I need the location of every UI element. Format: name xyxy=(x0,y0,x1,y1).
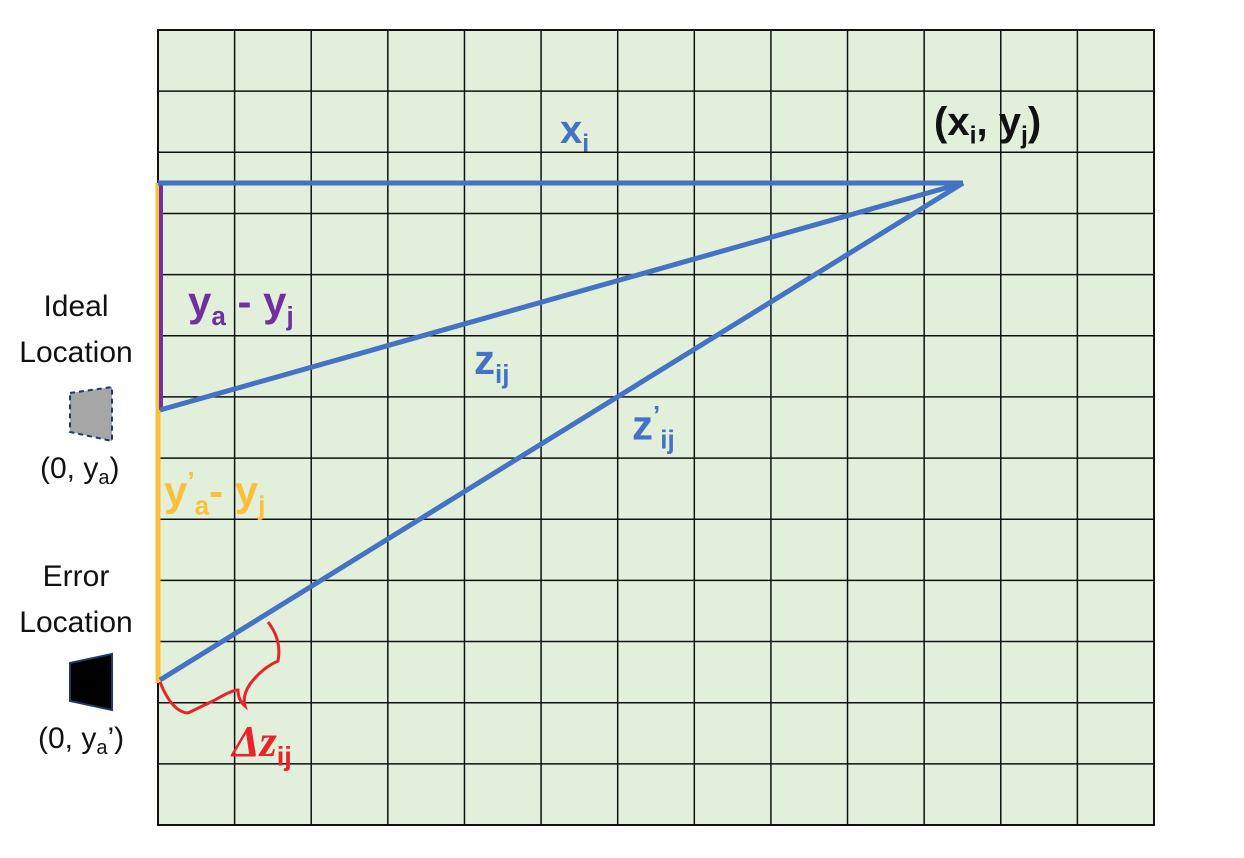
x-main: x xyxy=(560,108,583,152)
error-coord-prefix: (0, y xyxy=(38,722,97,755)
ideal-coord-suffix: ) xyxy=(109,452,120,485)
yap-sup: ’ xyxy=(187,466,195,496)
error-label-line1: Error xyxy=(42,560,110,593)
speaker-outline-icon xyxy=(69,385,113,443)
zp-sup: ’ xyxy=(653,400,661,430)
point-suffix: ) xyxy=(1027,100,1042,144)
dz-main: Δz xyxy=(232,717,277,766)
ideal-offset-label: ya - yj xyxy=(188,278,294,332)
error-coordinate: (0, ya’) xyxy=(38,722,124,760)
ideal-location-label: Ideal Location xyxy=(8,284,144,376)
ya-main: y xyxy=(188,278,212,325)
yj-sub: j xyxy=(286,301,294,332)
error-offset-label: y’a- yj xyxy=(164,466,265,522)
ya-sub: a xyxy=(211,301,226,332)
x-distance-label: xi xyxy=(560,108,589,159)
yj2-sub: j xyxy=(258,490,266,521)
ideal-label-line2: Location xyxy=(19,336,133,369)
yap-dash: - xyxy=(209,467,235,515)
ideal-coord-sub: a xyxy=(98,467,110,489)
z-sub: ij xyxy=(495,359,510,390)
delta-z-brace xyxy=(158,621,281,715)
yj-main: y xyxy=(263,278,287,325)
grid-background xyxy=(157,29,1155,826)
z-distance-label: zij xyxy=(474,336,509,390)
z-distance-line xyxy=(159,180,964,413)
point-sub-j: j xyxy=(1020,122,1028,150)
point-sub-i: i xyxy=(969,122,977,150)
ideal-coordinate: (0, ya) xyxy=(40,452,119,490)
x-sub: i xyxy=(582,130,590,158)
ideal-coord-prefix: (0, y xyxy=(40,452,99,485)
error-coord-suffix: ’) xyxy=(107,722,125,755)
z-main: z xyxy=(474,336,495,383)
error-coord-sub: a xyxy=(96,737,108,759)
yap-main: y xyxy=(164,467,188,515)
yap-sub: a xyxy=(194,490,210,521)
ya-dash: - xyxy=(225,278,264,325)
point-mid: , y xyxy=(976,100,1021,144)
z-prime-distance-label: z’ij xyxy=(632,400,675,456)
point-prefix: (x xyxy=(934,100,970,144)
delta-z-label: Δzij xyxy=(232,716,292,773)
dz-sub: ij xyxy=(276,740,292,772)
error-label-line2: Location xyxy=(19,606,133,639)
zp-sub: ij xyxy=(660,424,675,455)
target-point-label: (xi, yj) xyxy=(934,100,1041,151)
speaker-filled-icon xyxy=(69,652,113,712)
ideal-label-line1: Ideal xyxy=(43,290,109,323)
z-prime-distance-line xyxy=(158,180,965,683)
error-location-label: Error Location xyxy=(8,554,144,646)
yj2-main: y xyxy=(234,467,259,515)
zp-main: z xyxy=(632,401,653,449)
